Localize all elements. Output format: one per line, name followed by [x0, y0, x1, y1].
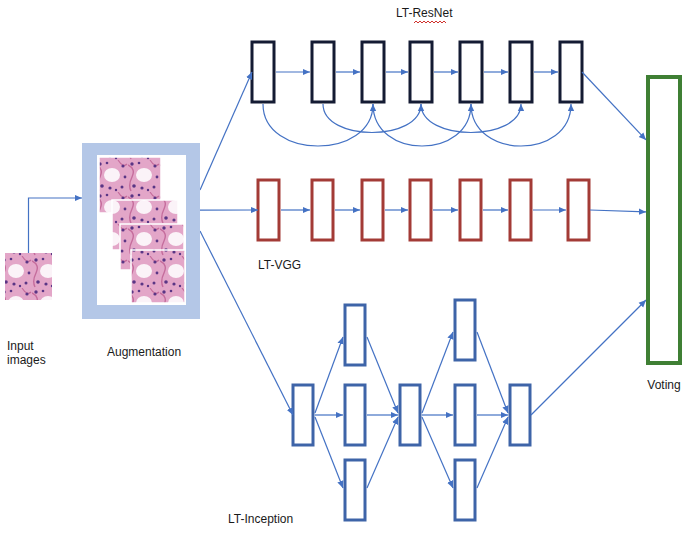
skip-connection [323, 104, 421, 133]
inception-branch: LT-Inception [293, 300, 531, 522]
layer-arrow [422, 414, 453, 415]
layer-block [455, 385, 475, 445]
node-label: LT-VGG [258, 258, 301, 272]
layer-block [345, 385, 365, 445]
layer-block [568, 180, 589, 240]
layer-block [455, 300, 475, 360]
layer-arrow [477, 332, 508, 413]
layer-arrow [367, 417, 398, 488]
layer-arrow [315, 337, 343, 413]
layer-arrow [315, 417, 343, 488]
layer-arrow [367, 337, 398, 413]
histology-image [5, 253, 52, 300]
layer-block [258, 180, 279, 240]
layer-block [560, 42, 582, 102]
vgg-branch: LT-VGG [258, 180, 590, 240]
augmentation-box: Augmentation [82, 143, 200, 319]
node-label: Augmentation [107, 345, 181, 359]
layer-block [293, 385, 313, 445]
layer-block [362, 42, 384, 102]
layer-block [410, 180, 431, 240]
layer-arrow [335, 209, 360, 210]
layer-arrow [385, 209, 408, 210]
layer-arrow [315, 414, 343, 415]
inception-arrows [315, 332, 508, 488]
connector-arrow [200, 72, 252, 190]
layer-block [312, 42, 334, 102]
connector-arrow [531, 300, 646, 415]
voting-box: Voting [646, 75, 682, 365]
layer-block [460, 180, 481, 240]
resnet-branch: LT-ResNet [252, 42, 582, 102]
layer-block [345, 460, 365, 520]
resnet-arrows [263, 72, 571, 146]
layer-block [312, 180, 333, 240]
layer-block [510, 180, 531, 240]
augmented-images [99, 157, 185, 303]
layer-arrow [386, 71, 408, 72]
layer-arrow [281, 209, 310, 210]
connector-arrow [590, 210, 646, 212]
skip-connection [471, 104, 571, 146]
node-label: Input images [7, 339, 61, 367]
layer-block [510, 42, 532, 102]
layer-block [362, 180, 383, 240]
layer-arrow [483, 209, 508, 210]
layer-block [460, 42, 482, 102]
inception-blocks [293, 300, 530, 520]
skip-connection [263, 104, 373, 146]
layer-arrow [422, 332, 453, 413]
layer-block [400, 385, 420, 445]
layer-arrow [336, 71, 360, 72]
layer-arrow [533, 209, 566, 210]
layer-arrow [477, 414, 508, 415]
layer-arrow [434, 71, 458, 72]
node-label: Voting [647, 378, 680, 392]
layer-arrow [534, 71, 558, 72]
vgg-blocks [258, 180, 589, 240]
layer-arrow [477, 417, 508, 488]
layer-arrow [422, 417, 453, 488]
layer-block [345, 305, 365, 365]
connector-arrow [29, 198, 83, 253]
connector-arrow [582, 72, 646, 140]
connector-arrow [200, 209, 258, 210]
layer-block [410, 42, 432, 102]
layer-block [510, 385, 530, 445]
node-label: LT-Inception [228, 512, 293, 526]
resnet-blocks [252, 42, 582, 102]
node-label: LT-ResNet [396, 6, 452, 20]
vgg-arrows [281, 209, 566, 210]
layer-block [455, 460, 475, 520]
skip-connection [421, 104, 521, 133]
layer-arrow [433, 209, 458, 210]
spellcheck-squiggle [414, 21, 446, 23]
layer-arrow [484, 71, 508, 72]
layer-block [252, 42, 274, 102]
input-image-node: Input images [5, 253, 52, 300]
layer-arrow [367, 414, 398, 415]
layer-arrow [276, 71, 310, 72]
histology-tile [131, 250, 185, 303]
